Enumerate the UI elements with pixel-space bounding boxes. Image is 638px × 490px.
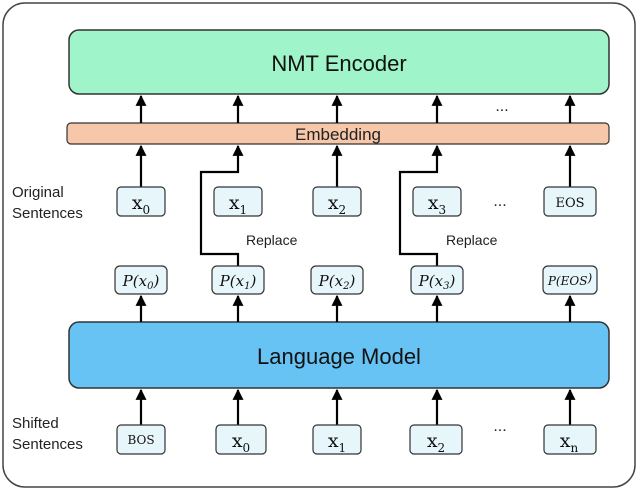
original-token-box <box>312 186 362 217</box>
original-token-text: x2 <box>328 192 346 217</box>
prob-box <box>410 265 464 295</box>
prob-box <box>542 265 598 295</box>
language-model-label: Language Model <box>257 344 421 369</box>
prob-box <box>310 265 364 295</box>
shifted-token-box <box>543 424 597 455</box>
probability-row: P(x0) P(x1) P(x2) P(x3) P(EOS) <box>114 265 598 295</box>
replace-label-3: Replace <box>446 232 498 248</box>
prob-text: P(x0) <box>122 272 160 292</box>
ellipsis-encoder: ... <box>495 98 508 115</box>
prob-text: P(x1) <box>219 272 257 292</box>
shifted-token-box <box>409 424 463 455</box>
original-token-text: x0 <box>132 192 150 217</box>
original-token-box <box>543 186 597 217</box>
shifted-token-text: x2 <box>427 430 445 455</box>
prob-text: P(x3) <box>418 272 456 292</box>
shifted-token-text: x1 <box>328 430 346 455</box>
encoder-input-arrows <box>135 94 576 123</box>
nmt-encoder-box <box>68 29 610 95</box>
original-token-text: EOS <box>555 196 584 211</box>
prob-box <box>114 265 168 295</box>
shifted-token-box <box>116 424 166 455</box>
original-to-embedding-arrows <box>135 144 576 266</box>
original-token-box <box>213 186 263 217</box>
shifted-token-box <box>312 424 362 455</box>
prob-text: P(x2) <box>318 272 356 292</box>
prob-text: P(EOS) <box>547 271 593 288</box>
replace-label-1: Replace <box>246 232 298 248</box>
shifted-token-text: xn <box>560 430 579 455</box>
prob-box <box>211 265 265 295</box>
original-token-text: x1 <box>229 192 247 217</box>
language-model-box <box>68 321 610 389</box>
original-token-box <box>116 186 166 217</box>
original-tokens-row: x0 x1 x2 x3 EOS <box>116 186 597 217</box>
shifted-token-box <box>215 424 267 455</box>
replace-path-3 <box>398 144 443 266</box>
shifted-token-text: x0 <box>232 430 250 455</box>
lm-output-arrows <box>135 294 576 322</box>
replace-path-1 <box>199 144 244 266</box>
ellipsis-original: ... <box>493 193 506 210</box>
original-token-box <box>412 186 462 217</box>
original-sentences-label: Original Sentences <box>12 184 83 222</box>
ellipsis-shifted: ... <box>493 418 506 435</box>
nmt-encoder-label: NMT Encoder <box>271 51 406 76</box>
shifted-token-text: BOS <box>127 433 154 447</box>
original-token-text: x3 <box>428 192 446 217</box>
embedding-label: Embedding <box>295 125 381 144</box>
lm-input-arrows <box>135 388 576 425</box>
shifted-tokens-row: BOS x0 x1 x2 xn <box>116 424 597 455</box>
shifted-sentences-label: Shifted Sentences <box>12 415 83 453</box>
